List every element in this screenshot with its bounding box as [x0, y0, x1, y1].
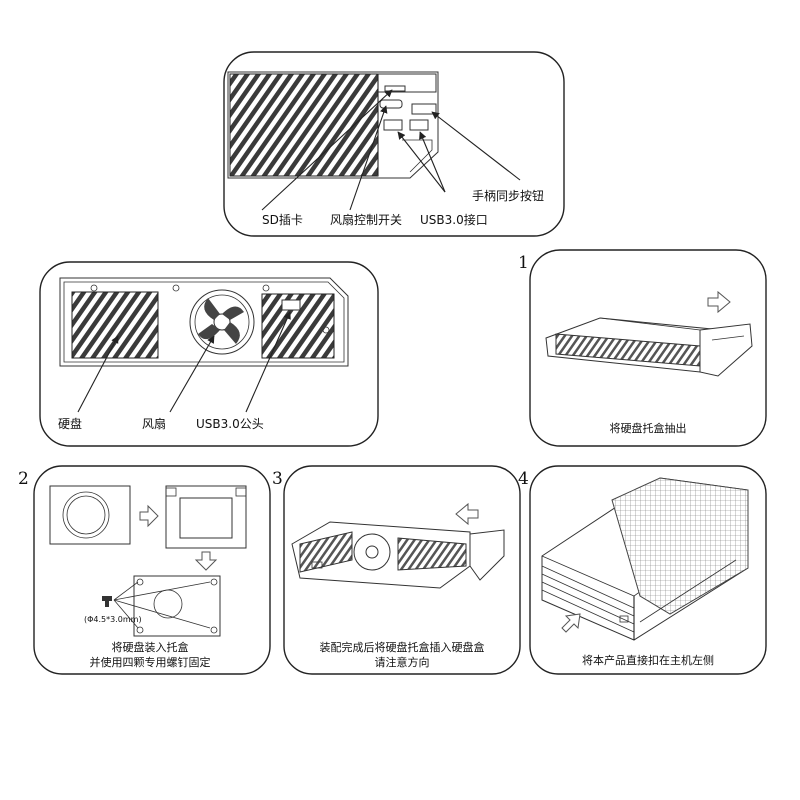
label-usb-male: USB3.0公头 — [196, 417, 264, 431]
label-drive: 硬盘 — [58, 416, 82, 431]
step-3-number: 3 — [272, 469, 283, 489]
panel-structure: 硬盘 风扇 USB3.0公头 — [39, 261, 379, 447]
sd-slot — [384, 85, 406, 92]
step-2-caption-line-2: 并使用四颗专用螺钉固定 — [90, 655, 211, 669]
step-1-caption: 将硬盘托盒抽出 — [610, 421, 687, 435]
empty-tray-illustration — [165, 485, 247, 549]
step-2-caption-line-1: 将硬盘装入托盒 — [112, 640, 189, 654]
panel-step-4: 4 将本产品直接扣在主机左侧 — [518, 465, 767, 675]
sync-button — [411, 103, 437, 115]
step-4-number: 4 — [518, 469, 529, 489]
panel-ports: SD插卡 风扇控制开关 USB3.0接口 手柄同步按钮 — [223, 51, 565, 237]
arrow-down-icon — [194, 551, 218, 571]
arrow-left-icon — [455, 502, 479, 526]
arrow-right-icon — [707, 290, 731, 314]
step-3-caption-line-2: 请注意方向 — [375, 655, 430, 669]
usb-male-plug — [281, 299, 301, 311]
console-attach-illustration — [541, 477, 749, 641]
label-usb-port: USB3.0接口 — [420, 212, 488, 227]
hard-drive-illustration — [49, 485, 131, 545]
panel-step-2: 2 (Φ4.5*3.0mm) 将硬盘装入托盒 并使用四颗专 — [18, 465, 271, 675]
label-fan: 风扇 — [142, 416, 166, 431]
device-inside-view — [59, 277, 349, 367]
panel-step-3: 3 装配完成后将硬盘托盒插入硬盘盒 请注意方向 — [272, 465, 521, 675]
label-sd-card: SD插卡 — [262, 213, 303, 227]
label-fan-switch: 风扇控制开关 — [330, 212, 402, 227]
step-1-number: 1 — [518, 253, 529, 273]
usb-port-2 — [409, 119, 429, 131]
panel-step-1: 1 将硬盘托盒抽出 — [518, 249, 767, 447]
drive-in-tray-illustration — [133, 575, 221, 637]
usb-port-1 — [383, 119, 403, 131]
tray-pull-out-illustration — [545, 317, 753, 377]
label-sync-button: 手柄同步按钮 — [472, 188, 544, 203]
fan-switch — [379, 99, 403, 109]
tray-insert-illustration — [291, 521, 505, 589]
drive-bay — [71, 291, 159, 359]
device-top-view — [227, 71, 439, 179]
arrow-up-right-icon — [561, 613, 581, 633]
step-4-caption: 将本产品直接扣在主机左侧 — [582, 653, 714, 667]
screw-spec: (Φ4.5*3.0mm) — [84, 615, 142, 624]
arrow-right-icon — [139, 504, 159, 528]
screw-icon — [102, 596, 112, 607]
step-3-caption-line-1: 装配完成后将硬盘托盒插入硬盘盒 — [320, 640, 485, 654]
step-2-number: 2 — [18, 469, 29, 489]
fan-icon — [189, 289, 255, 355]
